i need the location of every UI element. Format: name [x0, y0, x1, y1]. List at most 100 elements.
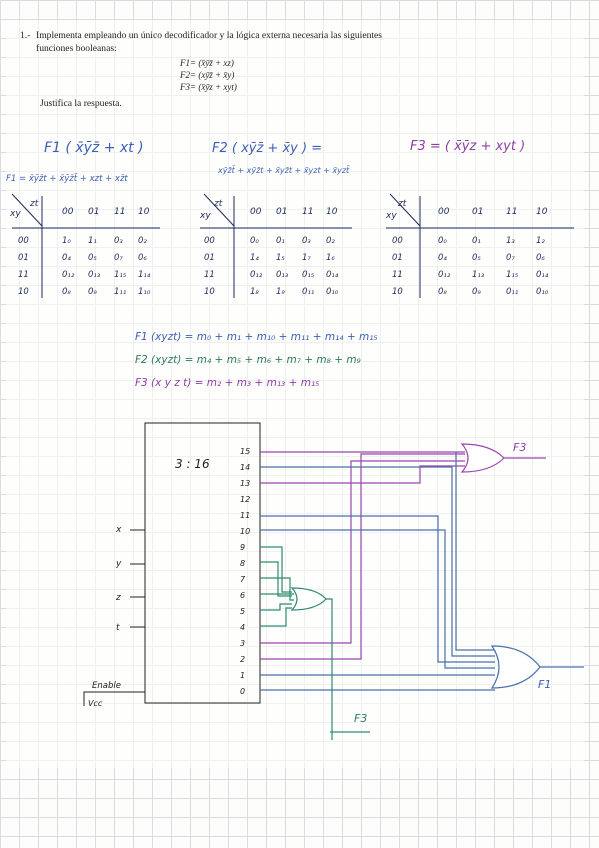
kmap-f2-col: 10 — [326, 207, 338, 217]
decoder-output-label: 3 — [240, 639, 245, 648]
kmap-f1-cell: 1₁₄ — [138, 270, 151, 280]
kmap-f2-cell: 1₆ — [326, 253, 335, 263]
kmap-f1-row: 10 — [18, 287, 29, 297]
decoder-inputs: x y z t Enable Vcc — [83, 525, 145, 708]
enable-label: Enable — [92, 681, 121, 691]
kmap-f2-row: 10 — [204, 287, 215, 297]
or-gate-f3 — [460, 443, 505, 473]
function-f2: F2= (xȳz̄ + x̄y) — [179, 70, 234, 80]
decoder-output-label: 2 — [240, 655, 245, 664]
kmap-f3-cell: 1₃ — [506, 236, 515, 246]
decoder-output-label: 9 — [240, 543, 245, 552]
kmap-f1-cell: 1₁ — [88, 236, 97, 246]
kmap-f3-cell: 0₁₁ — [506, 287, 518, 297]
kmap-f1-expansion: F1 = x̄ȳz̄t + x̄ȳz̄t̄ + xzt + xz̄t — [6, 172, 128, 184]
input-t-label: t — [116, 623, 120, 633]
kmap-f1-cell: 0₃ — [114, 236, 123, 246]
f3-wires — [260, 451, 465, 660]
kmap-f2-cell: 0₂ — [326, 236, 335, 246]
decoder-circuit: 3 : 16 15 14 13 12 11 10 9 8 7 6 5 4 3 2… — [83, 422, 584, 740]
kmap-f3-col: 10 — [536, 207, 548, 217]
kmap-f1-corner-left: xy — [9, 209, 21, 219]
function-f3: F3= (x̄ȳz + xyt) — [179, 82, 237, 92]
problem-statement: 1.- Implementa empleando un único decodi… — [20, 30, 382, 109]
kmap-f2-cell: 0₁₂ — [250, 270, 263, 280]
decoder-output-label: 15 — [240, 447, 250, 456]
kmap-f1-title: F1 ( x̄ȳz̄ + xt ) — [44, 140, 144, 156]
decoder-box — [144, 422, 261, 704]
kmap-f2-cell: 0₁ — [276, 236, 285, 246]
kmap-f3-corner-top: zt — [397, 199, 407, 209]
kmap-f2-cell: 1₇ — [302, 253, 311, 263]
kmap-f1-cell: 0₂ — [138, 236, 147, 246]
decoder-output-labels: 15 14 13 12 11 10 9 8 7 6 5 4 3 2 1 0 — [240, 447, 250, 696]
kmap-f1-col: 10 — [138, 207, 150, 217]
input-z-label: z — [115, 593, 121, 603]
kmap-f1-corner-top: zt — [29, 199, 39, 209]
kmap-f3-row: 00 — [392, 236, 403, 246]
kmap-f1-row: 01 — [18, 253, 29, 263]
kmap-f3-corner-left: xy — [385, 211, 397, 221]
decoder-output-label: 4 — [240, 623, 245, 632]
kmap-f3-cell: 1₁₃ — [472, 270, 485, 280]
decoder-output-label: 5 — [240, 607, 245, 616]
kmap-f3-col: 00 — [438, 207, 450, 217]
kmap-f3-row: 01 — [392, 253, 403, 263]
kmap-f2-row: 01 — [204, 253, 215, 263]
kmap-f3-col: 01 — [472, 207, 483, 217]
minterms-f3: F3 (x y z t) = m₂ + m₃ + m₁₃ + m₁₅ — [135, 377, 319, 389]
kmap-f1-cell: 0₄ — [62, 253, 71, 263]
kmap-f3-cell: 1₁₅ — [506, 270, 519, 280]
statement-line-1: Implementa empleando un único decodifica… — [36, 30, 382, 41]
kmap-f1-cell: 1₀ — [62, 236, 71, 246]
kmap-f3-cell: 0₅ — [472, 253, 481, 263]
kmap-f3-cell: 0₀ — [438, 236, 447, 246]
input-x-label: x — [115, 525, 122, 535]
kmap-f3-col: 11 — [506, 207, 517, 217]
kmap-f2-row: 11 — [204, 270, 215, 280]
kmap-f2-cell: 0₁₃ — [276, 270, 289, 280]
minterms-f2: F2 (xyzt) = m₄ + m₅ + m₆ + m₇ + m₈ + m₉ — [135, 354, 362, 366]
kmap-f2-cell: 1₈ — [250, 287, 259, 297]
f1-wires — [260, 452, 495, 691]
kmap-f1-cell: 0₅ — [88, 253, 97, 263]
kmap-f1-cell: 1₁₁ — [114, 287, 126, 297]
kmap-f1-cell: 0₈ — [62, 287, 71, 297]
vcc-label: Vcc — [88, 699, 103, 708]
kmap-f3-cell: 0₇ — [506, 253, 515, 263]
kmap-f2-cell: 0₁₁ — [302, 287, 314, 297]
kmap-f2-cell: 0₁₀ — [326, 287, 339, 297]
or-gate-f2 — [290, 587, 327, 611]
kmap-f1-col: 01 — [88, 207, 99, 217]
kmap-f3-cell: 0₁₄ — [536, 270, 549, 280]
kmap-f2-row: 00 — [204, 236, 215, 246]
kmap-f2: F2 ( xȳz̄ + x̄y ) = xȳz̄t̄ + xȳz̄t + x̄y… — [199, 141, 352, 298]
decoder-output-label: 13 — [240, 479, 250, 488]
kmap-f3-cell: 0₈ — [438, 287, 447, 297]
decoder-output-label: 12 — [240, 495, 250, 504]
or-gate-f1 — [490, 645, 541, 689]
kmap-f2-cell: 1₅ — [276, 253, 285, 263]
decoder-output-label: 10 — [240, 527, 250, 536]
kmap-f2-cell: 1₉ — [276, 287, 285, 297]
kmap-f1-cell: 1₁₅ — [114, 270, 127, 280]
output-f3-bottom-label: F3 — [354, 712, 367, 725]
kmap-f3-row: 11 — [392, 270, 403, 280]
kmap-f3-cell: 0₆ — [536, 253, 545, 263]
problem-number: 1.- — [20, 30, 30, 41]
kmap-f3-title: F3 = ( x̄ȳz + xyt ) — [410, 139, 525, 154]
kmap-f1-cell: 0₁₂ — [62, 270, 75, 280]
kmap-f2-corner-top: zt — [213, 199, 223, 209]
kmap-f2-title: F2 ( xȳz̄ + x̄y ) = — [212, 141, 322, 156]
decoder-output-label: 6 — [240, 591, 245, 600]
input-y-label: y — [115, 559, 122, 569]
statement-line-2: funciones booleanas: — [36, 43, 117, 54]
kmap-f3-cell: 0₁₂ — [438, 270, 451, 280]
decoder-output-label: 14 — [240, 463, 250, 472]
kmap-f1-cell: 0₆ — [138, 253, 147, 263]
kmap-f3-cell: 0₁ — [472, 236, 481, 246]
kmap-f2-cell: 0₁₅ — [302, 270, 315, 280]
kmap-f1-cell: 1₁₀ — [138, 287, 151, 297]
kmap-f2-col: 00 — [250, 207, 262, 217]
